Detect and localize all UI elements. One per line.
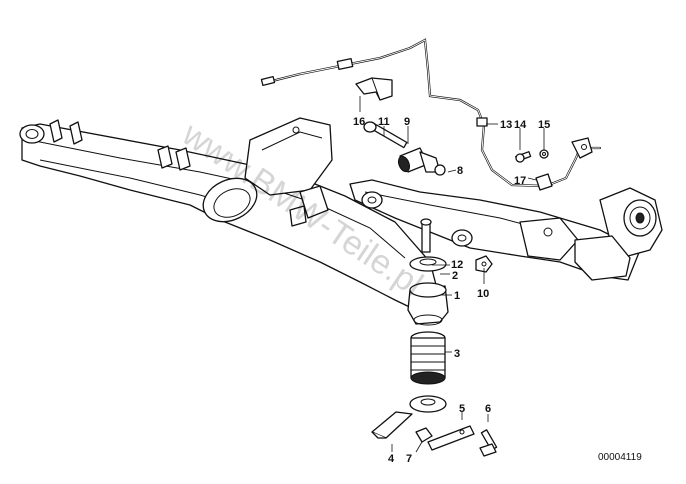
callout-7: 7 (406, 453, 412, 465)
callout-12: 12 (451, 259, 463, 271)
callout-6: 6 (485, 403, 491, 415)
callout-16: 16 (353, 116, 365, 128)
nut-part-7 (415, 427, 433, 443)
callout-3: 3 (454, 348, 460, 360)
strap-part-5 (427, 425, 475, 451)
bolt-part-11 (363, 121, 408, 149)
stud-part-12 (420, 218, 432, 253)
washer-part-15 (539, 149, 549, 159)
callout-8: 8 (457, 165, 463, 177)
rubber-mount-part-1 (407, 282, 449, 326)
spring-plate-part-4 (371, 395, 447, 439)
callout-15: 15 (538, 119, 550, 131)
bolt-part-6 (479, 429, 498, 457)
rear-axle-carrier (19, 117, 441, 313)
bracket-part-16 (355, 77, 393, 101)
callout-11: 11 (378, 116, 390, 128)
callout-17: 17 (514, 175, 526, 187)
document-number: 00004119 (598, 452, 642, 463)
bolt-part-14 (515, 151, 532, 163)
callout-9: 9 (404, 116, 410, 128)
bushing-part-9 (397, 147, 441, 173)
callout-1: 1 (454, 290, 460, 302)
callout-13: 13 (500, 119, 512, 131)
trailing-arm (349, 179, 663, 281)
callout-4: 4 (388, 453, 395, 465)
bellows-part-3 (410, 331, 446, 385)
callout-10: 10 (477, 288, 489, 300)
callouts: 1 2 3 4 5 6 7 8 9 10 11 12 13 14 15 16 1… (353, 116, 550, 465)
callout-2: 2 (452, 270, 458, 282)
nut-part-8 (434, 164, 446, 176)
plate-part-2 (409, 256, 447, 272)
leader-lines (359, 96, 545, 453)
nut-part-10 (475, 255, 493, 273)
clip-part-17 (535, 173, 553, 191)
callout-14: 14 (514, 119, 527, 131)
callout-5: 5 (459, 403, 465, 415)
